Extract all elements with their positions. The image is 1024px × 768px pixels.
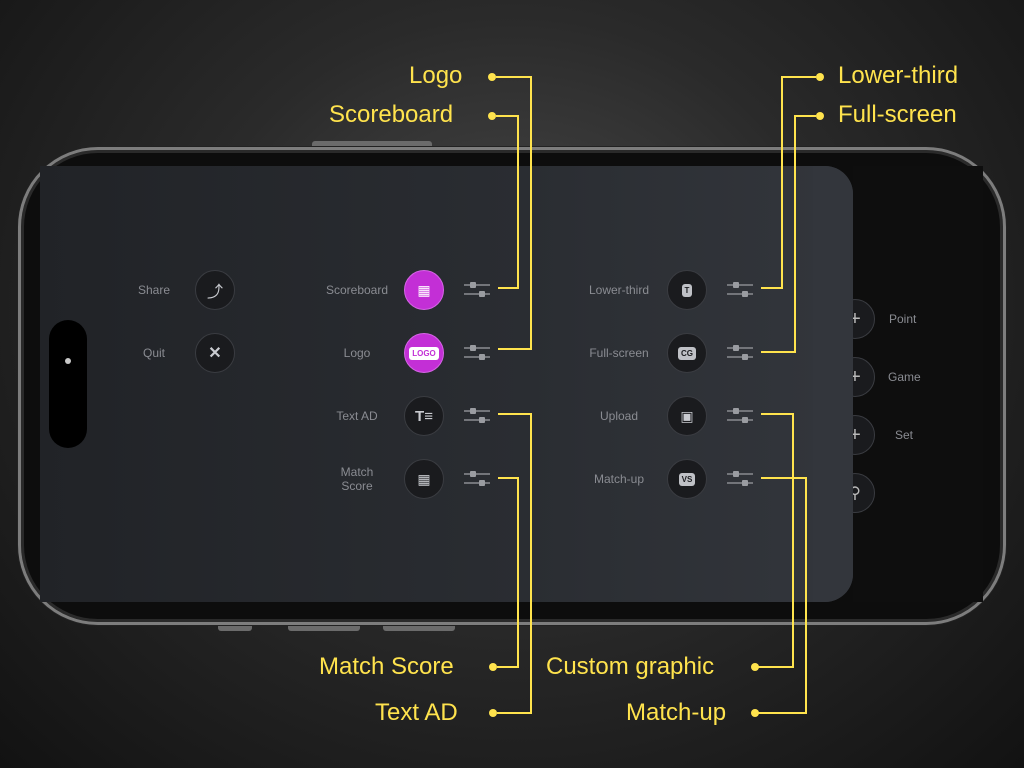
upload-label: Upload (599, 409, 639, 423)
player-icon: ⚲ (849, 485, 861, 502)
match-up-label: Match-up (593, 472, 645, 486)
scoreboard-icon: ▦ (417, 281, 431, 298)
lower-third-label: Lower-third (588, 283, 650, 297)
scoreboard-label: Scoreboard (325, 283, 389, 297)
full-screen-label: Full-screen (589, 346, 649, 360)
scoreboard-button[interactable]: ▦ (404, 270, 444, 310)
plus-icon: + (849, 307, 861, 330)
quit-button[interactable]: ✕ (195, 333, 235, 373)
match-up-icon: VS (678, 472, 696, 486)
full-screen-button[interactable]: CG (667, 333, 707, 373)
camera-island (49, 320, 87, 448)
full-screen-icon: CG (678, 346, 696, 360)
logo-settings-icon[interactable] (464, 343, 490, 363)
logo-icon: LOGO (409, 346, 439, 360)
phone-bottom-button (288, 625, 360, 631)
full-screen-settings-icon[interactable] (727, 343, 753, 363)
phone-top-button (312, 141, 432, 147)
annotation-logo: Logo (409, 62, 463, 89)
phone-bottom-button (383, 625, 455, 631)
lower-third-icon: T (681, 283, 693, 297)
lower-third-settings-icon[interactable] (727, 280, 753, 300)
upload-button[interactable]: ▣ (667, 396, 707, 436)
annotation-dot (751, 709, 759, 717)
annotation-lower-third: Lower-third (838, 62, 959, 89)
upload-settings-icon[interactable] (727, 406, 753, 426)
annotation-full-screen: Full-screen (838, 101, 957, 128)
game-label: Game (888, 370, 921, 384)
annotation-custom-graphic: Custom graphic (546, 653, 715, 680)
background-panel (853, 166, 983, 602)
annotation-scoreboard: Scoreboard (329, 101, 454, 128)
share-icon: ⤴ (206, 284, 223, 301)
annotation-dot (488, 73, 496, 81)
point-label: Point (889, 312, 917, 326)
plus-icon: + (849, 365, 861, 388)
annotation-text-ad: Text AD (375, 699, 458, 726)
close-icon: ✕ (208, 345, 222, 362)
logo-label: Logo (343, 346, 371, 360)
annotation-dot (488, 112, 496, 120)
logo-button[interactable]: LOGO (404, 333, 444, 373)
share-label: Share (137, 283, 171, 297)
match-score-icon: ▦ (417, 470, 431, 487)
text-ad-icon: T≡ (415, 407, 433, 425)
scoreboard-settings-icon[interactable] (464, 280, 490, 300)
upload-image-icon: ▣ (680, 407, 694, 424)
phone-bottom-button (218, 625, 252, 631)
quit-label: Quit (142, 346, 165, 360)
graphics-menu-panel (40, 166, 853, 602)
text-ad-settings-icon[interactable] (464, 406, 490, 426)
plus-icon: + (849, 423, 861, 446)
share-button[interactable]: ⤴ (195, 270, 235, 310)
annotation-dot (489, 663, 497, 671)
annotation-dot (489, 709, 497, 717)
annotation-match-up: Match-up (626, 699, 727, 726)
match-score-settings-icon[interactable] (464, 469, 490, 489)
annotation-dot (816, 73, 824, 81)
lower-third-button[interactable]: T (667, 270, 707, 310)
set-label: Set (895, 428, 914, 442)
annotation-dot (816, 112, 824, 120)
text-ad-button[interactable]: T≡ (404, 396, 444, 436)
match-score-button[interactable]: ▦ (404, 459, 444, 499)
match-score-label: Match Score (340, 465, 374, 493)
match-up-settings-icon[interactable] (727, 469, 753, 489)
text-ad-label: Text AD (336, 409, 378, 423)
annotation-match-score: Match Score (319, 653, 454, 680)
screen-edge (813, 166, 853, 602)
annotation-dot (751, 663, 759, 671)
match-up-button[interactable]: VS (667, 459, 707, 499)
